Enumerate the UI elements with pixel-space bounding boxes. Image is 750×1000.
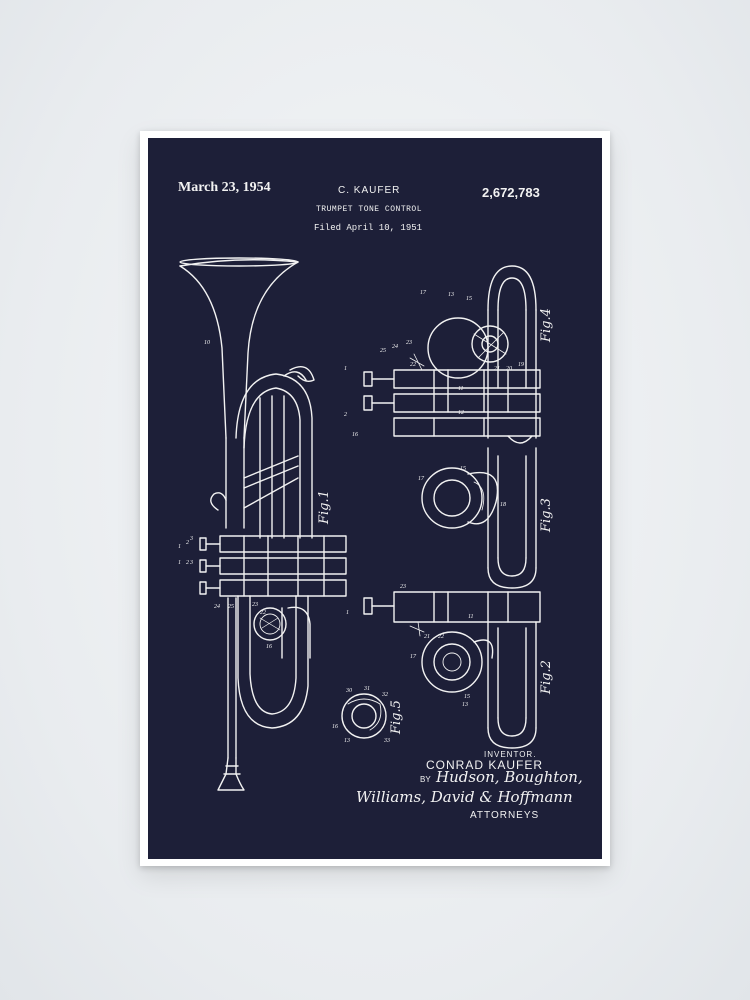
patent-inventor: C. KAUFER — [338, 185, 401, 196]
svg-text:20: 20 — [506, 366, 512, 372]
fig2-valve-detail: 1 23 21 22 11 17 15 13 — [346, 584, 541, 749]
svg-text:13: 13 — [344, 738, 350, 744]
svg-text:24: 24 — [214, 603, 220, 610]
fig1-label: Fig.1 — [317, 490, 332, 525]
svg-text:33: 33 — [383, 738, 390, 744]
svg-text:22: 22 — [410, 362, 416, 368]
svg-text:3: 3 — [189, 536, 193, 542]
svg-text:17: 17 — [420, 290, 427, 296]
svg-text:15: 15 — [460, 466, 466, 472]
attorney-signature-line-1: Hudson, Boughton, — [436, 768, 583, 786]
svg-text:31: 31 — [363, 686, 370, 692]
by-label: BY — [420, 775, 431, 784]
fig2-label: Fig.2 — [539, 660, 554, 695]
svg-text:15: 15 — [464, 694, 470, 700]
svg-text:25: 25 — [228, 604, 234, 610]
svg-text:22: 22 — [260, 610, 266, 616]
svg-text:1: 1 — [344, 366, 347, 372]
patent-number: 2,672,783 — [482, 185, 540, 200]
inventor-name: CONRAD KAUFER — [426, 758, 544, 772]
patent-date: March 23, 1954 — [178, 180, 271, 195]
patent-filed-date: Filed April 10, 1951 — [314, 223, 423, 233]
svg-text:3: 3 — [189, 560, 193, 566]
svg-text:23: 23 — [406, 340, 412, 346]
fig4-valve-detail: 17 13 15 1 2 16 25 24 23 22 11 12 21 20 … — [344, 265, 541, 444]
fig3-cross-section: 17 15 18 — [418, 447, 537, 589]
svg-text:32: 32 — [381, 692, 388, 698]
patent-poster: March 23, 1954 C. KAUFER 2,672,783 TRUMP… — [148, 138, 602, 859]
attorneys-label: ATTORNEYS — [470, 810, 540, 821]
svg-text:1: 1 — [178, 544, 181, 550]
poster-frame: March 23, 1954 C. KAUFER 2,672,783 TRUMP… — [140, 131, 610, 866]
svg-text:17: 17 — [410, 654, 417, 660]
svg-text:21: 21 — [494, 366, 500, 372]
svg-text:24: 24 — [392, 343, 398, 350]
svg-text:22: 22 — [438, 634, 444, 640]
patent-title: TRUMPET TONE CONTROL — [316, 205, 423, 214]
svg-text:11: 11 — [458, 386, 464, 392]
svg-text:2: 2 — [186, 540, 189, 546]
svg-text:16: 16 — [352, 432, 358, 438]
svg-text:23: 23 — [400, 584, 406, 590]
svg-text:18: 18 — [500, 502, 506, 508]
svg-text:16: 16 — [332, 724, 338, 730]
svg-text:21: 21 — [424, 634, 430, 640]
inventor-label: INVENTOR. — [484, 750, 537, 759]
patent-drawing: 10 1 2 3 1 2 3 24 25 22 23 16 Fig.1 — [178, 257, 554, 791]
fig3-label: Fig.3 — [539, 498, 554, 533]
svg-text:19: 19 — [518, 362, 524, 368]
fig1-trumpet-drawing: 10 1 2 3 1 2 3 24 25 22 23 16 — [178, 257, 347, 791]
svg-text:23: 23 — [252, 602, 258, 608]
svg-text:25: 25 — [380, 348, 386, 354]
fig4-label: Fig.4 — [539, 308, 554, 343]
svg-text:1: 1 — [178, 560, 181, 566]
svg-text:17: 17 — [418, 476, 425, 482]
svg-text:13: 13 — [448, 292, 454, 298]
attorney-signature-line-2: Williams, David & Hoffmann — [356, 788, 573, 806]
fig5-label: Fig.5 — [389, 700, 404, 735]
svg-text:2: 2 — [344, 412, 347, 418]
svg-text:30: 30 — [345, 688, 352, 694]
svg-text:11: 11 — [468, 614, 474, 620]
svg-text:2: 2 — [186, 560, 189, 566]
svg-text:1: 1 — [346, 610, 349, 616]
svg-text:12: 12 — [458, 410, 464, 416]
fig5-knob-detail: 30 31 32 16 13 33 — [332, 686, 390, 744]
svg-text:13: 13 — [462, 702, 468, 708]
svg-text:16: 16 — [266, 644, 272, 650]
svg-text:15: 15 — [466, 296, 472, 302]
svg-text:10: 10 — [204, 340, 210, 346]
